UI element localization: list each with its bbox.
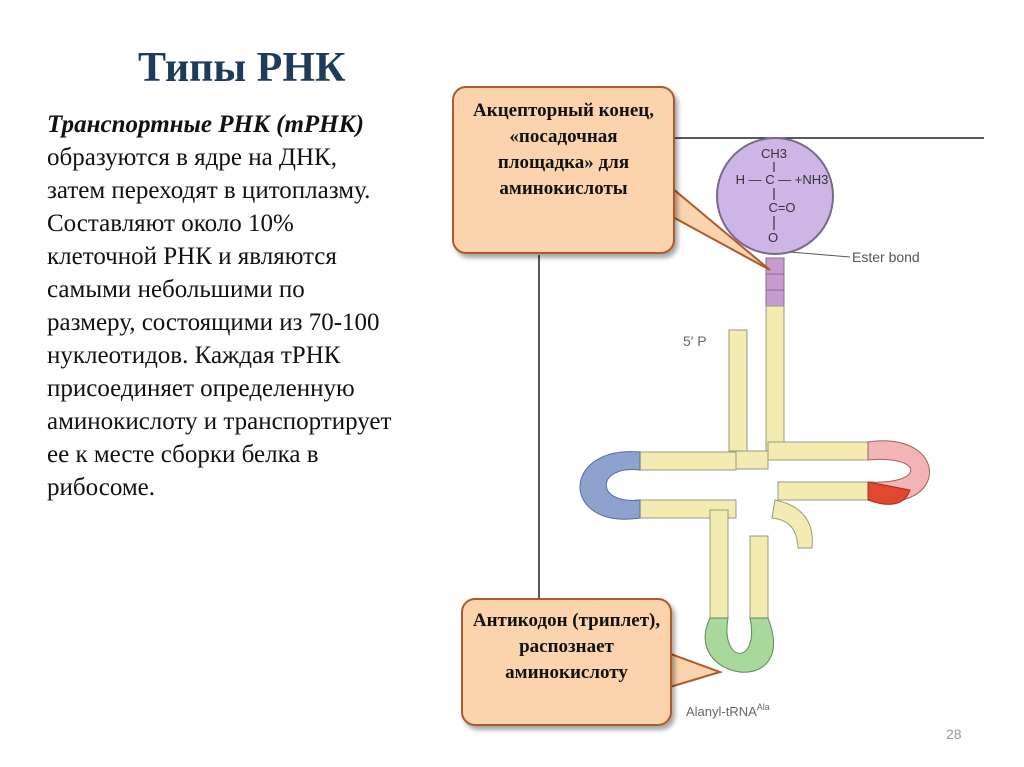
page-number: 28 <box>946 726 962 742</box>
d-loop <box>579 451 641 520</box>
t-arm-stem <box>767 441 869 501</box>
amino-oxygen-label: O <box>768 230 778 245</box>
anticodon-callout: Антикодон (триплет), распознает аминокис… <box>461 598 672 726</box>
anticodon-stem <box>709 509 769 619</box>
variable-loop <box>771 499 813 549</box>
t-loop-highlight <box>867 481 911 505</box>
acceptor-tail <box>765 257 785 307</box>
anticodon-loop <box>704 617 774 673</box>
figure-caption-sup: Ala <box>757 702 770 712</box>
amino-ch3-label: CH3 <box>761 146 787 161</box>
amino-alpha-label: H — C — +NH3 <box>736 172 829 187</box>
slide-title: Типы РНК <box>138 45 346 91</box>
acceptor-callout: Акцепторный конец, «посадочная площадка»… <box>452 86 675 254</box>
figure-caption: Alanyl-tRNAAla <box>686 702 770 719</box>
acceptor-stem <box>728 305 785 452</box>
ester-bond-label: Ester bond <box>852 249 920 265</box>
amino-carbonyl-label: C=O <box>768 200 795 215</box>
body-paragraph: Транспортные РНК (тРНК) образуются в ядр… <box>47 108 392 504</box>
body-text: образуются в ядре на ДНК, затем переходя… <box>47 144 392 501</box>
figure-caption-name: Alanyl-tRNA <box>686 704 757 719</box>
body-emphasis: Транспортные РНК (тРНК) <box>47 111 364 138</box>
ester-bond-pointer <box>789 251 851 258</box>
d-arm-stem <box>635 451 737 519</box>
amino-acid-circle <box>716 137 834 255</box>
five-prime-label: 5′ P <box>683 333 707 349</box>
